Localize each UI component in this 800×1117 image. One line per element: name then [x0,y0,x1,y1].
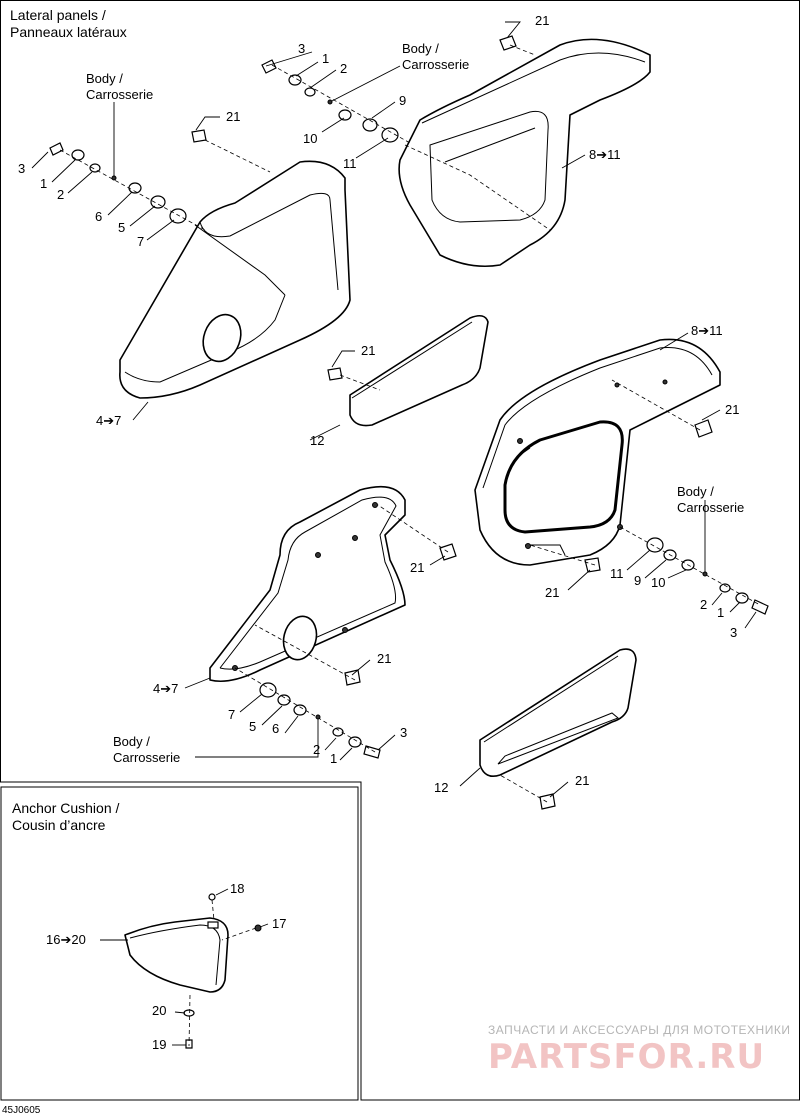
body-label-1b: Carrosserie [86,87,153,102]
callout-4-7: 4➔7 [153,681,178,696]
body-label-4: Body / [113,734,150,749]
callout-2: 2 [57,187,64,202]
callout-10: 10 [303,131,317,146]
callout-12: 12 [310,433,324,448]
diagram-code: 45J0605 [2,1105,41,1116]
callout-17: 17 [272,916,286,931]
body-label-2b: Carrosserie [402,57,469,72]
callout-4-7: 4➔7 [96,413,121,428]
watermark-logo: PARTSFOR.RU [488,1037,765,1077]
callout-11: 11 [343,156,357,171]
anchor-cushion [124,917,229,993]
watermark: ЗАПЧАСТИ И АКСЕССУАРЫ ДЛЯ МОТОТЕХНИКИ PA… [488,1023,790,1077]
lateral-panel-right-inner [474,338,721,566]
callout-21: 21 [575,773,589,788]
hardware-middle-left [259,682,381,759]
lateral-panel-left-outer [119,160,351,399]
lateral-panel-right-outer [398,38,651,268]
hardware-upper-left [49,142,187,224]
callout-21: 21 [377,651,391,666]
watermark-tagline: ЗАПЧАСТИ И АКСЕССУАРЫ ДЛЯ МОТОТЕХНИКИ [488,1023,790,1037]
callout-3: 3 [18,161,25,176]
callout-21: 21 [535,13,549,28]
anchor-cushion-title: Anchor Cushion / Cousin d’ancre [12,800,120,833]
callout-3: 3 [298,41,305,56]
callout-3: 3 [400,725,407,740]
callout-7: 7 [228,707,235,722]
callout-1: 1 [322,51,329,66]
callout-3: 3 [730,625,737,640]
callout-1: 1 [40,176,47,191]
callout-19: 19 [152,1037,166,1052]
lateral-panels-title: Lateral panels / Panneaux latéraux [10,7,127,40]
callout-8-11: 8➔11 [691,323,723,338]
callout-20: 20 [152,1003,166,1018]
callout-21: 21 [361,343,375,358]
side-cover-lower [479,648,637,778]
body-label-1: Body / [86,71,123,86]
callout-11: 11 [610,566,624,581]
leader-lines [31,21,757,1046]
push-rivets-21 [191,35,713,810]
callout-5: 5 [118,220,125,235]
body-label-2: Body / [402,41,439,56]
callout-21: 21 [725,402,739,417]
callout-6: 6 [95,209,102,224]
callout-21: 21 [545,585,559,600]
svg-text:Lateral panels /: Lateral panels / [10,7,106,23]
callout-12: 12 [434,780,448,795]
callout-5: 5 [249,719,256,734]
callout-8-11: 8➔11 [589,147,621,162]
lateral-panel-left-inner [209,485,406,683]
body-label-3b: Carrosserie [677,500,744,515]
callout-18: 18 [230,881,244,896]
callout-2: 2 [313,742,320,757]
callout-2: 2 [700,597,707,612]
callout-21: 21 [410,560,424,575]
callout-21: 21 [226,109,240,124]
svg-text:Panneaux latéraux: Panneaux latéraux [10,24,127,40]
body-label-4b: Carrosserie [113,750,180,765]
svg-text:Cousin d’ancre: Cousin d’ancre [12,817,106,833]
callout-labels: 3 1 2 6 5 7 Body / Carrosserie 4➔7 21 3 … [2,13,744,1116]
callout-6: 6 [272,721,279,736]
callout-16-20: 16➔20 [46,932,86,947]
callout-2: 2 [340,61,347,76]
callout-10: 10 [651,575,665,590]
assembly-axes [59,44,761,1047]
callout-9: 9 [634,573,641,588]
body-label-3: Body / [677,484,714,499]
callout-9: 9 [399,93,406,108]
callout-1: 1 [717,605,724,620]
svg-text:Anchor Cushion /: Anchor Cushion / [12,800,120,816]
callout-1: 1 [330,751,337,766]
anchor-cushion-frame [0,786,359,1101]
side-cover-upper [349,314,489,427]
callout-7: 7 [137,234,144,249]
